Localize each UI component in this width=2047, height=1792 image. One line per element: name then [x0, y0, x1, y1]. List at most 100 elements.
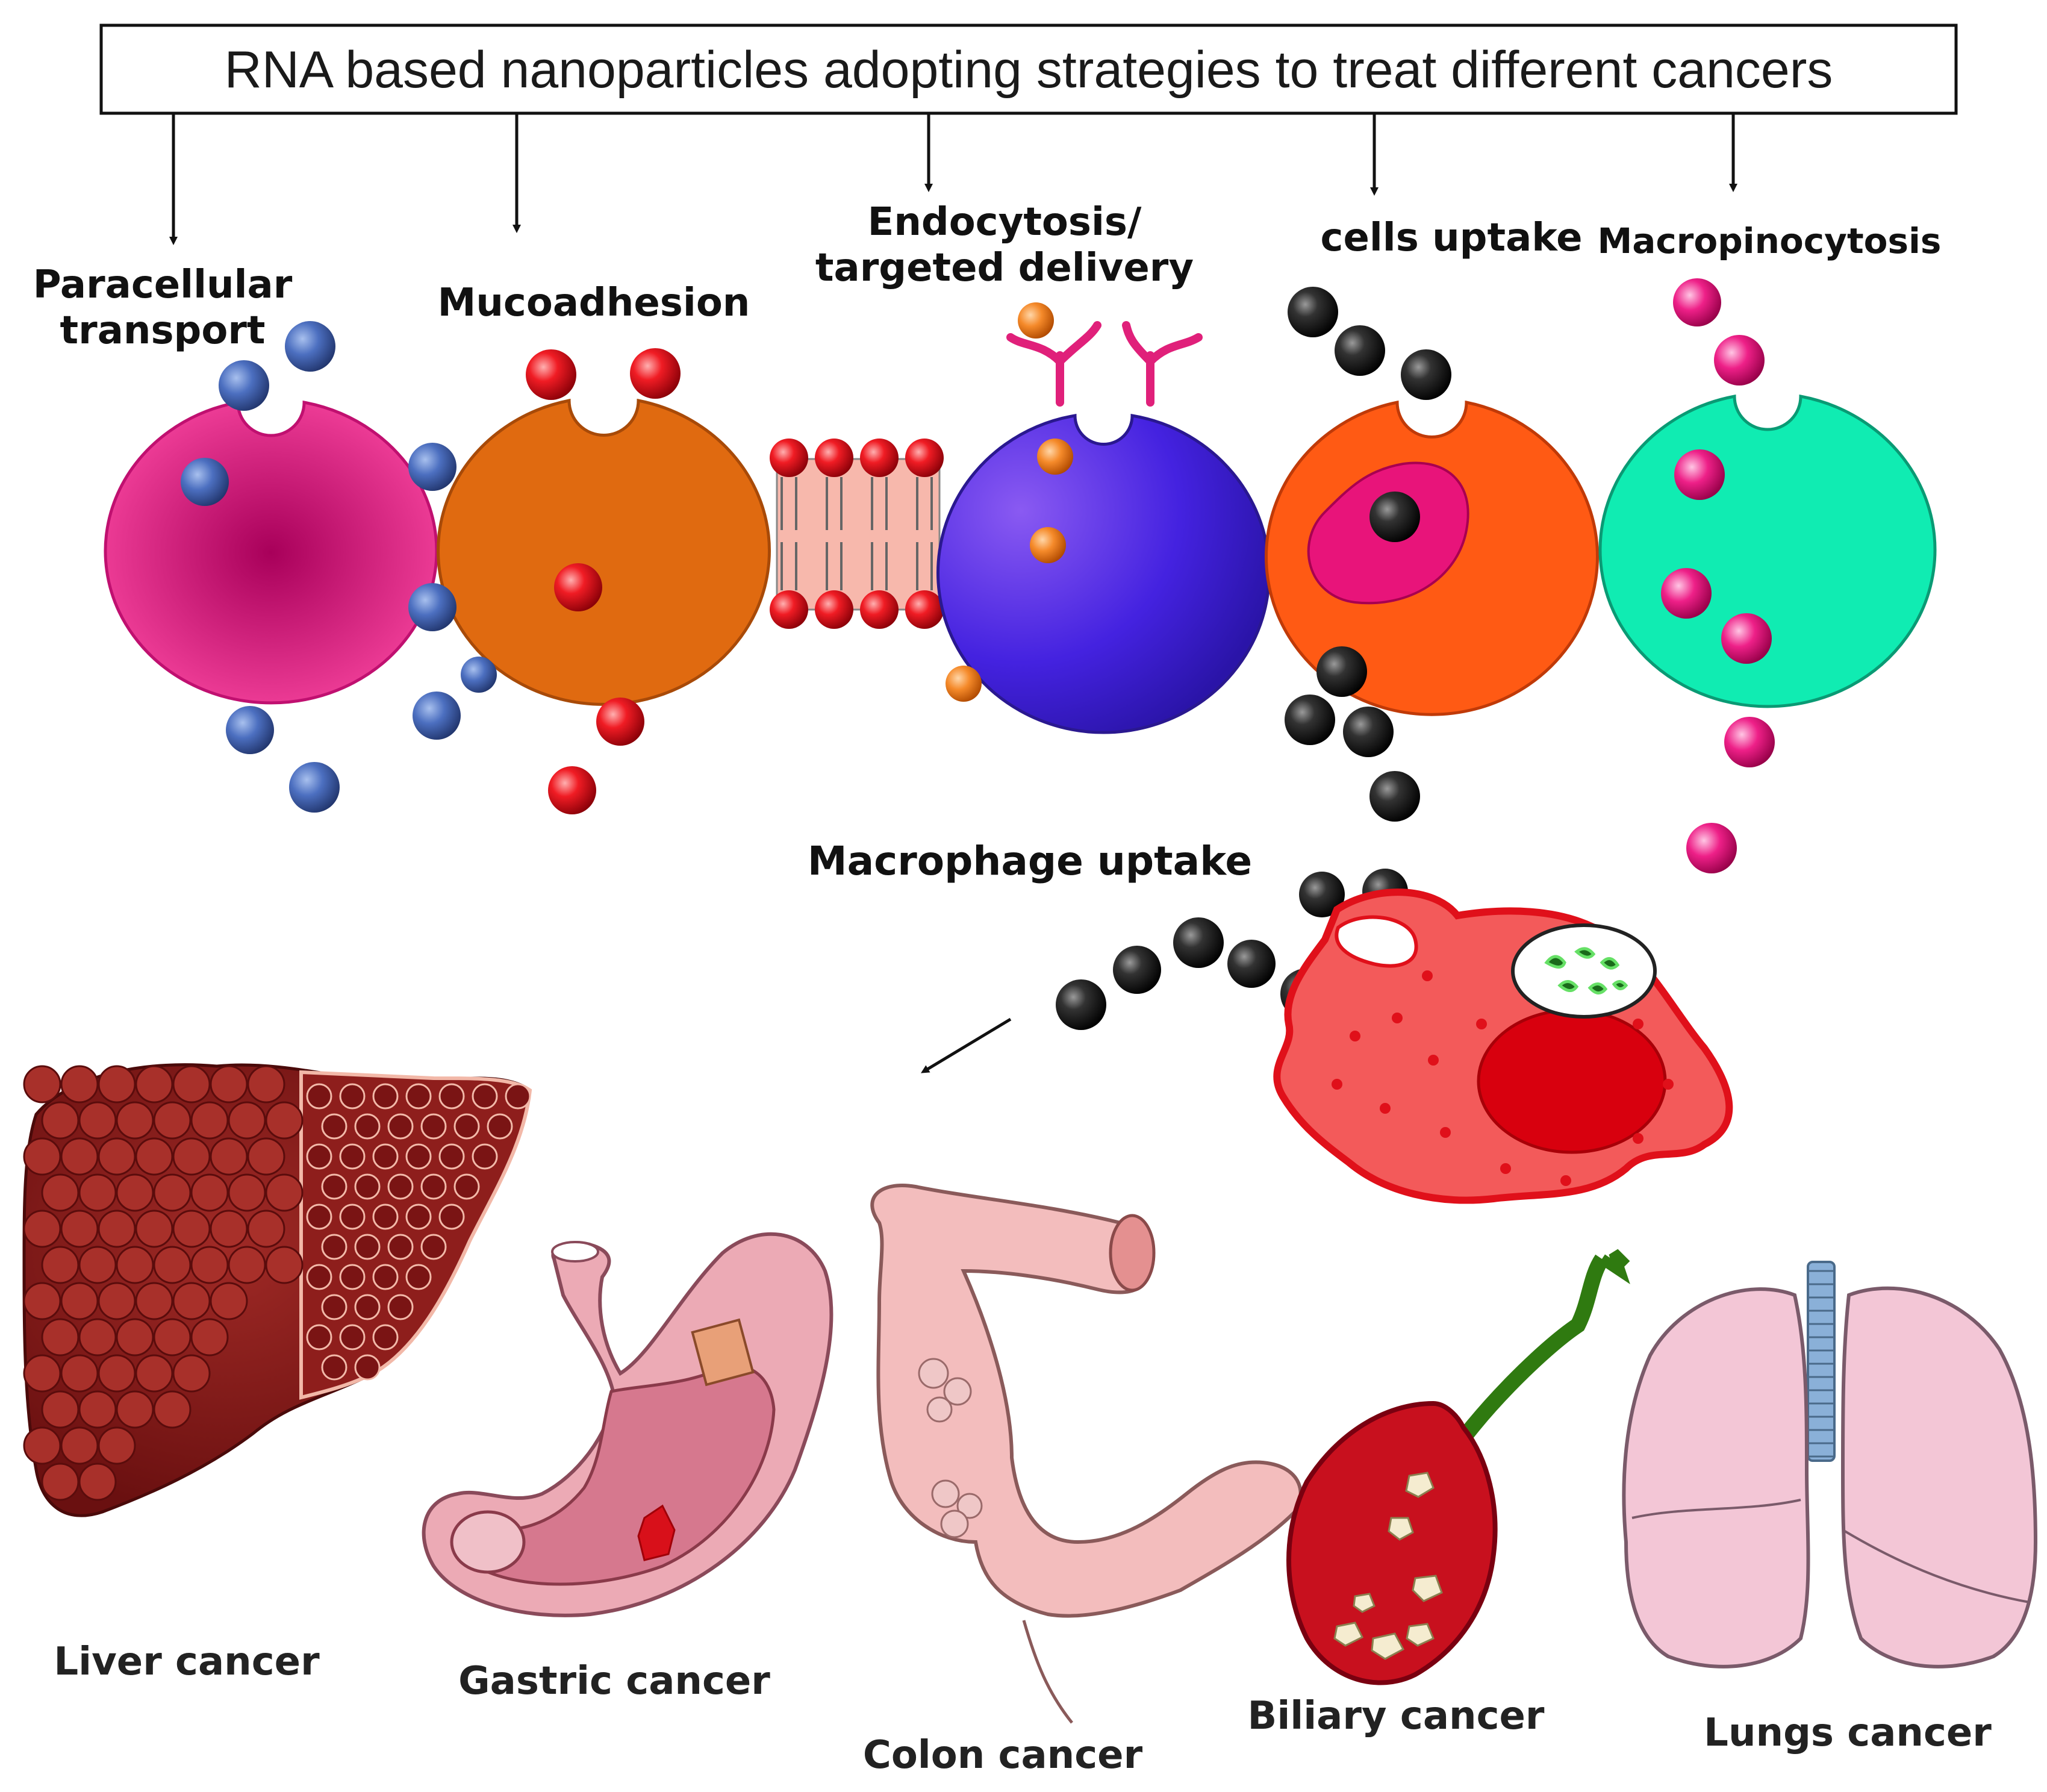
red-nanoparticle	[596, 698, 644, 746]
label-endocytosis-line2: targeted delivery	[815, 246, 1194, 290]
liver-lobule	[321, 1113, 347, 1140]
pink-nanoparticle	[1674, 449, 1725, 500]
liver-lobule	[339, 1264, 366, 1290]
granule-dot	[1332, 1079, 1342, 1090]
black-nanoparticle	[1299, 872, 1345, 917]
blue-nanoparticle	[219, 360, 269, 411]
digested-particles	[1544, 947, 1628, 994]
gallbladder-illustration	[1286, 1249, 1630, 1685]
liver-nodule	[210, 1065, 248, 1104]
pink-nanoparticle	[1661, 568, 1712, 619]
label-liver-cancer: Liver cancer	[54, 1640, 320, 1684]
esophagus-opening	[551, 1241, 599, 1263]
label-paracellular-line1: Paracellular	[33, 263, 293, 307]
pink-nanoparticle	[1724, 717, 1775, 767]
label-macrophage-uptake: Macrophage uptake	[808, 838, 1252, 884]
liver-lobule	[405, 1143, 432, 1170]
liver-nodule	[153, 1390, 192, 1429]
granule-dot	[1633, 1019, 1644, 1029]
granule-dot	[1392, 1013, 1403, 1023]
label-endocytosis-line1: Endocytosis/	[868, 200, 1142, 245]
granule-dot	[1422, 970, 1433, 981]
liver-lobule	[306, 1204, 332, 1230]
liver-nodule	[23, 1065, 61, 1104]
strategy-labels: Paracellular transport Mucoadhesion Endo…	[33, 200, 1942, 884]
liver-lobule	[306, 1083, 332, 1110]
diagram-title: RNA based nanoparticles adopting strateg…	[225, 41, 1833, 99]
red-nanoparticle	[548, 766, 596, 814]
liver-nodule	[78, 1173, 117, 1212]
black-nanoparticle	[1343, 707, 1394, 757]
liver-nodule	[190, 1101, 229, 1140]
liver-nodule	[153, 1318, 192, 1356]
cancer-labels: Liver cancer Gastric cancer Colon cancer…	[54, 1640, 1992, 1778]
colon-illustration	[870, 1184, 1303, 1724]
liver-nodule	[41, 1246, 79, 1284]
liver-illustration	[22, 1063, 532, 1517]
colon-lumen-end	[1109, 1214, 1156, 1292]
lipid-head-top	[815, 439, 853, 477]
macrophage-phagosome	[1335, 915, 1418, 968]
orange-nanoparticle	[1018, 302, 1054, 339]
lung-left-fissure	[1631, 1499, 1801, 1519]
lipid-head-bottom	[770, 590, 808, 629]
blue-nanoparticle	[408, 583, 456, 631]
cell-membrane-orange	[437, 398, 771, 706]
macrophage-cell	[1273, 888, 1733, 1204]
liver-nodule	[23, 1354, 61, 1393]
title-frame	[99, 23, 1958, 115]
liver-lobule	[487, 1113, 513, 1140]
title-arrows	[169, 114, 1737, 245]
title-box: RNA based nanoparticles adopting strateg…	[99, 23, 1958, 115]
liver-lobule	[354, 1173, 381, 1200]
liver-lobule	[438, 1204, 465, 1230]
liver-lobule	[420, 1234, 447, 1260]
liver-lobule	[372, 1324, 399, 1350]
bilayer-tails	[780, 477, 933, 590]
lipid-head-bottom	[860, 590, 899, 629]
cell-membrane-mint	[1598, 394, 1937, 708]
liver-nodule	[172, 1282, 211, 1320]
cell-endocytosis	[936, 321, 1271, 734]
macrophage-vesicle	[1511, 923, 1657, 1019]
liver-nodule	[98, 1065, 136, 1104]
liver-nodule	[98, 1426, 136, 1465]
liver-lobule	[339, 1143, 366, 1170]
liver-nodule	[172, 1137, 211, 1176]
label-paracellular-line2: transport	[60, 308, 266, 353]
liver-nodule	[78, 1318, 117, 1356]
liver-nodule	[210, 1210, 248, 1248]
liver-lobule	[321, 1234, 347, 1260]
bilayer-heads	[770, 439, 944, 629]
colon-polyps	[918, 1358, 983, 1538]
liver-nodule	[228, 1101, 266, 1140]
granule-dot	[1476, 1019, 1487, 1029]
liver-nodule	[116, 1173, 154, 1212]
liver-lobule	[372, 1143, 399, 1170]
black-nanoparticle	[1227, 940, 1276, 988]
black-nanoparticle	[1285, 695, 1335, 745]
liver-nodule	[41, 1390, 79, 1429]
liver-nodule	[60, 1354, 99, 1393]
black-nanoparticle	[1369, 492, 1420, 542]
liver-nodule	[78, 1101, 117, 1140]
colon-appendix	[1022, 1620, 1073, 1724]
liver-lobule	[339, 1204, 366, 1230]
liver-nodule	[23, 1137, 61, 1176]
liver-lobule	[438, 1143, 465, 1170]
liver-nodule	[116, 1390, 154, 1429]
cell-membrane-pink	[104, 400, 438, 705]
macrophage-nucleus	[1477, 1008, 1667, 1154]
liver-lobule	[453, 1173, 480, 1200]
liver-nodule	[153, 1246, 192, 1284]
liver-nodule	[210, 1282, 248, 1320]
liver-nodule	[153, 1173, 192, 1212]
liver-nodule	[265, 1173, 304, 1212]
cell-membrane-purple	[936, 414, 1271, 734]
liver-lobule	[372, 1264, 399, 1290]
liver-lobule	[505, 1083, 531, 1110]
granule-dot	[1500, 1163, 1511, 1174]
lung-right-fissure	[1842, 1529, 2030, 1603]
liver-nodule	[98, 1137, 136, 1176]
